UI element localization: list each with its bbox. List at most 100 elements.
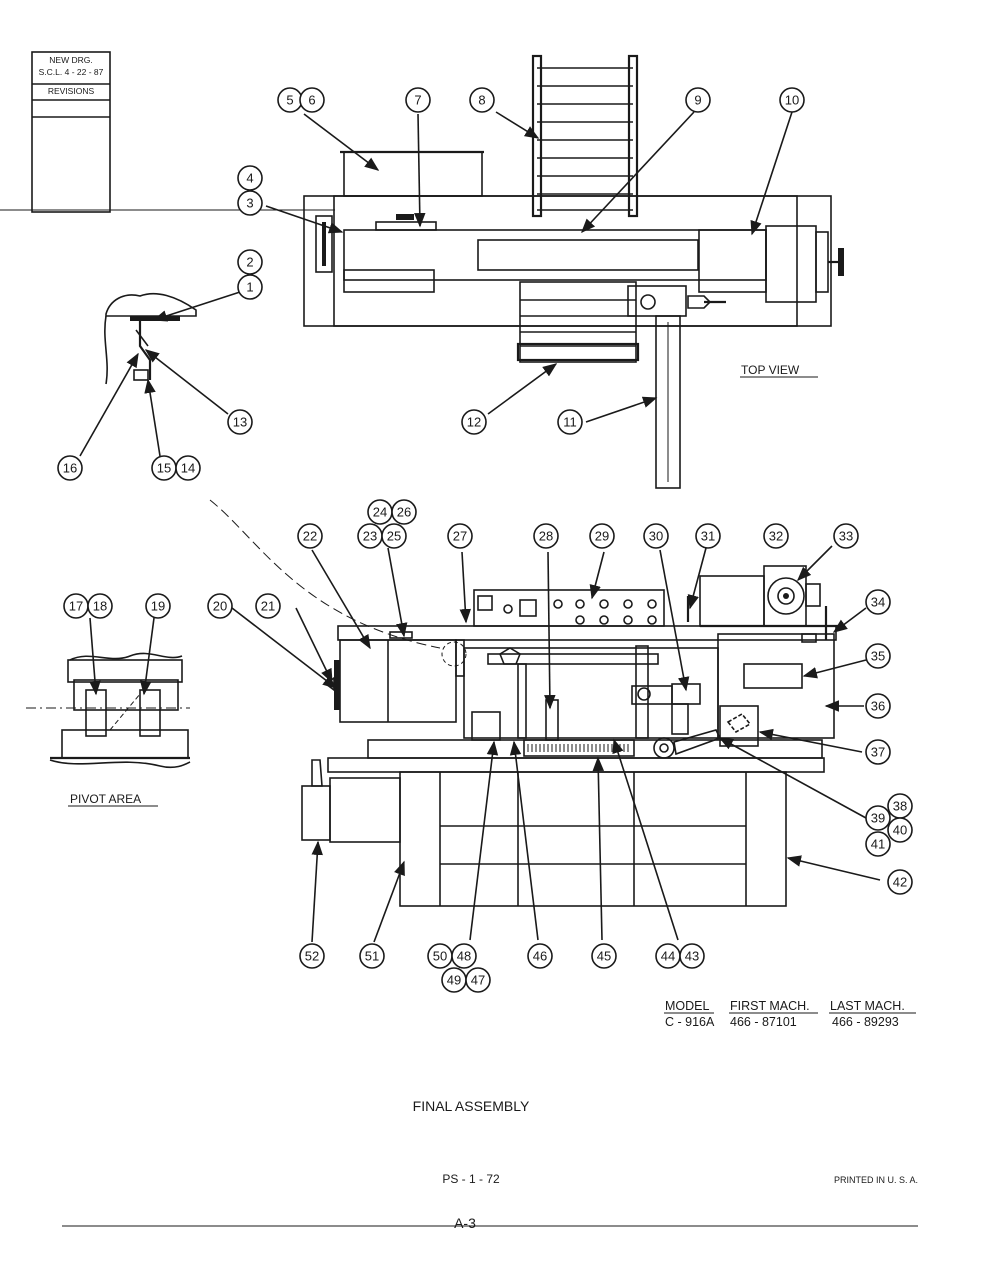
svg-text:47: 47: [471, 973, 485, 988]
svg-text:45: 45: [597, 949, 611, 964]
callout-16: 16: [57, 455, 83, 481]
svg-text:16: 16: [63, 461, 77, 476]
svg-text:43: 43: [685, 949, 699, 964]
part-number: PS - 1 - 72: [442, 1172, 500, 1186]
svg-text:14: 14: [181, 461, 195, 476]
svg-text:10: 10: [785, 93, 799, 108]
pivot-area-label: PIVOT AREA: [70, 792, 141, 806]
svg-text:25: 25: [387, 529, 401, 544]
callout-13: 13: [227, 409, 253, 435]
drawing-title: FINAL ASSEMBLY: [413, 1098, 530, 1114]
svg-text:13: 13: [233, 415, 247, 430]
svg-text:6: 6: [308, 93, 315, 108]
bottom-conveyor: [516, 281, 640, 363]
printed-label: PRINTED IN U. S. A.: [834, 1175, 918, 1185]
callout-7: 7: [405, 87, 431, 113]
svg-text:19: 19: [151, 599, 165, 614]
callout-18: 18: [87, 593, 113, 619]
svg-text:12: 12: [467, 415, 481, 430]
svg-text:42: 42: [893, 875, 907, 890]
top-conveyor: [531, 54, 639, 218]
callout-46: 46: [527, 943, 553, 969]
top-view-label: TOP VIEW: [741, 363, 800, 377]
svg-text:41: 41: [871, 837, 885, 852]
callout-45: 45: [591, 943, 617, 969]
callout-25: 25: [381, 523, 407, 549]
callout-23: 23: [357, 523, 383, 549]
page-number: A-3: [454, 1215, 476, 1231]
svg-text:2: 2: [246, 255, 253, 270]
svg-text:7: 7: [414, 93, 421, 108]
callout-24: 24: [367, 499, 393, 525]
callout-8: 8: [469, 87, 495, 113]
callout-44: 44: [655, 943, 681, 969]
svg-text:38: 38: [893, 799, 907, 814]
svg-text:17: 17: [69, 599, 83, 614]
revisions-label: REVISIONS: [48, 86, 95, 96]
svg-text:29: 29: [595, 529, 609, 544]
callout-40: 40: [887, 817, 913, 843]
top-view: TOP VIEW: [303, 54, 844, 489]
svg-text:48: 48: [457, 949, 471, 964]
leader-arrows: [79, 111, 881, 943]
callout-21: 21: [255, 593, 281, 619]
model-value: C - 916A: [665, 1015, 715, 1029]
svg-text:46: 46: [533, 949, 547, 964]
callout-11: 11: [557, 409, 583, 435]
svg-text:36: 36: [871, 699, 885, 714]
callout-52: 52: [299, 943, 325, 969]
svg-text:32: 32: [769, 529, 783, 544]
front-view: [301, 565, 840, 907]
svg-text:3: 3: [246, 196, 253, 211]
callout-1: 1: [237, 274, 263, 300]
callout-10: 10: [779, 87, 805, 113]
svg-text:40: 40: [893, 823, 907, 838]
callout-43: 43: [679, 943, 705, 969]
model-header: MODEL: [665, 999, 710, 1013]
svg-text:15: 15: [157, 461, 171, 476]
callout-36: 36: [865, 693, 891, 719]
callout-22: 22: [297, 523, 323, 549]
callout-30: 30: [643, 523, 669, 549]
callout-27: 27: [447, 523, 473, 549]
callout-33: 33: [833, 523, 859, 549]
svg-text:44: 44: [661, 949, 675, 964]
svg-text:21: 21: [261, 599, 275, 614]
svg-text:23: 23: [363, 529, 377, 544]
callout-48: 48: [451, 943, 477, 969]
svg-text:27: 27: [453, 529, 467, 544]
callout-6: 6: [299, 87, 325, 113]
svg-text:8: 8: [478, 93, 485, 108]
callout-2: 2: [237, 249, 263, 275]
svg-text:52: 52: [305, 949, 319, 964]
callout-38: 38: [887, 793, 913, 819]
last-mach-value: 466 - 89293: [832, 1015, 899, 1029]
svg-text:35: 35: [871, 649, 885, 664]
revision-line-1: NEW DRG.: [49, 55, 92, 65]
svg-text:5: 5: [286, 93, 293, 108]
svg-text:28: 28: [539, 529, 553, 544]
svg-text:24: 24: [373, 505, 387, 520]
model-table: MODEL FIRST MACH. LAST MACH. C - 916A 46…: [664, 999, 916, 1029]
first-mach-value: 466 - 87101: [730, 1015, 797, 1029]
callout-3: 3: [237, 190, 263, 216]
revision-block: NEW DRG. S.C.L. 4 - 22 - 87 REVISIONS: [0, 51, 335, 213]
callout-34: 34: [865, 589, 891, 615]
callout-12: 12: [461, 409, 487, 435]
callout-49: 49: [441, 967, 467, 993]
svg-text:49: 49: [447, 973, 461, 988]
callout-47: 47: [465, 967, 491, 993]
svg-text:51: 51: [365, 949, 379, 964]
svg-text:37: 37: [871, 745, 885, 760]
callout-39: 39: [865, 805, 891, 831]
callout-19: 19: [145, 593, 171, 619]
svg-text:39: 39: [871, 811, 885, 826]
callout-15: 15: [151, 455, 177, 481]
callout-35: 35: [865, 643, 891, 669]
callout-26: 26: [391, 499, 417, 525]
svg-text:34: 34: [871, 595, 885, 610]
svg-text:18: 18: [93, 599, 107, 614]
svg-text:11: 11: [563, 415, 577, 430]
callout-31: 31: [695, 523, 721, 549]
callout-17: 17: [63, 593, 89, 619]
